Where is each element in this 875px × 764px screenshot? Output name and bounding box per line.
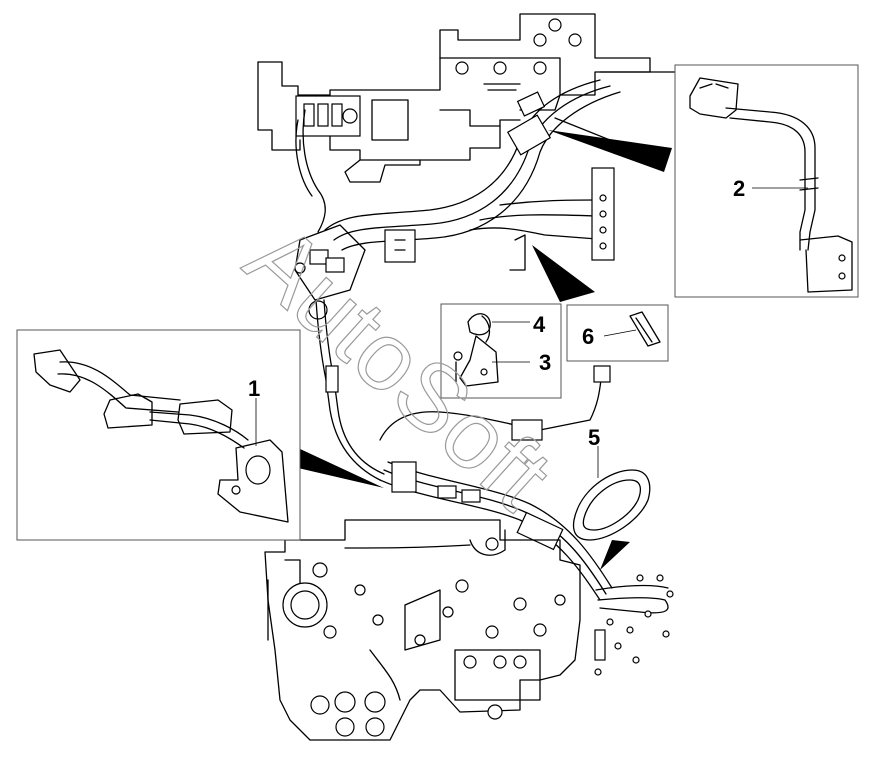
callout-label-3: 3 xyxy=(539,350,551,375)
left-connector-cluster xyxy=(294,224,385,481)
mounting-holes xyxy=(594,574,674,676)
pointer-to-item-2 xyxy=(548,130,672,172)
detail-box-item-6 xyxy=(566,304,669,362)
callout-label-1: 1 xyxy=(248,376,260,401)
pointer-to-item-6 xyxy=(532,245,595,302)
callout-label-2: 2 xyxy=(733,176,745,201)
detail-box-item-2 xyxy=(674,64,859,298)
callout-label-6: 6 xyxy=(582,324,594,349)
callout-label-5: 5 xyxy=(588,425,600,450)
pointer-to-item-5 xyxy=(600,540,630,570)
callout-label-4: 4 xyxy=(533,312,546,337)
pointer-to-item-1 xyxy=(298,448,384,488)
detail-box-item-1 xyxy=(16,329,301,541)
grommet-item-5 xyxy=(572,446,651,541)
lower-harness xyxy=(379,365,669,614)
lower-frame-assembly xyxy=(264,519,606,741)
callout-pointers xyxy=(298,130,672,570)
detail-box-items-3-4 xyxy=(440,303,562,399)
upper-frame-assembly xyxy=(257,13,651,183)
main-wiring-harness xyxy=(295,71,676,271)
